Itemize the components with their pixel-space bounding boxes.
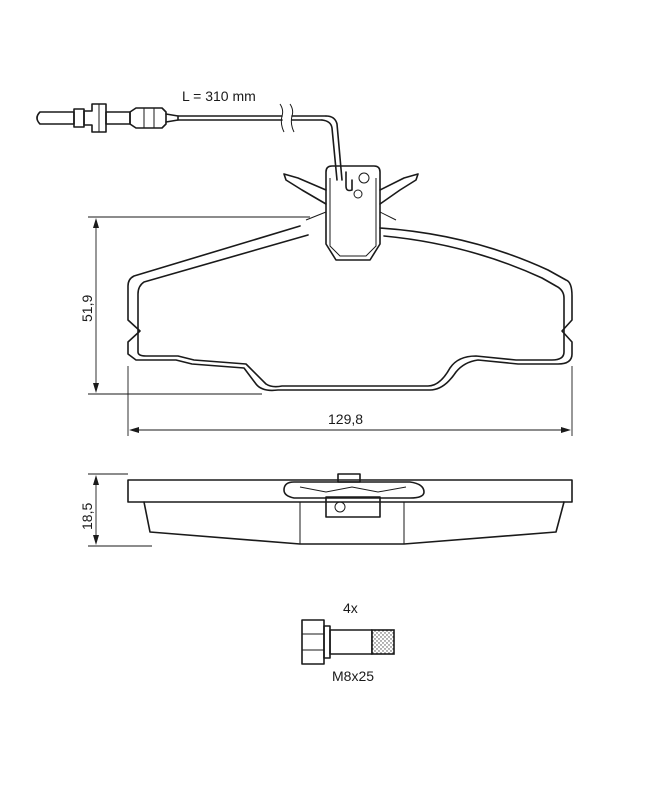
wire-length-label: L = 310 mm <box>182 88 256 104</box>
thickness-label: 18,5 <box>79 503 95 530</box>
width-dimension <box>127 366 573 436</box>
pad-top-view <box>127 165 573 392</box>
height-label: 51,9 <box>79 295 95 322</box>
wear-sensor-cable <box>36 103 343 181</box>
height-dimension <box>88 216 310 395</box>
width-label: 129,8 <box>328 411 363 427</box>
thickness-dimension <box>88 473 152 547</box>
quantity-label: 4x <box>343 600 358 616</box>
bolt-icon <box>301 619 395 665</box>
bolt-size-label: M8x25 <box>332 668 374 684</box>
pad-side-view <box>127 473 573 545</box>
